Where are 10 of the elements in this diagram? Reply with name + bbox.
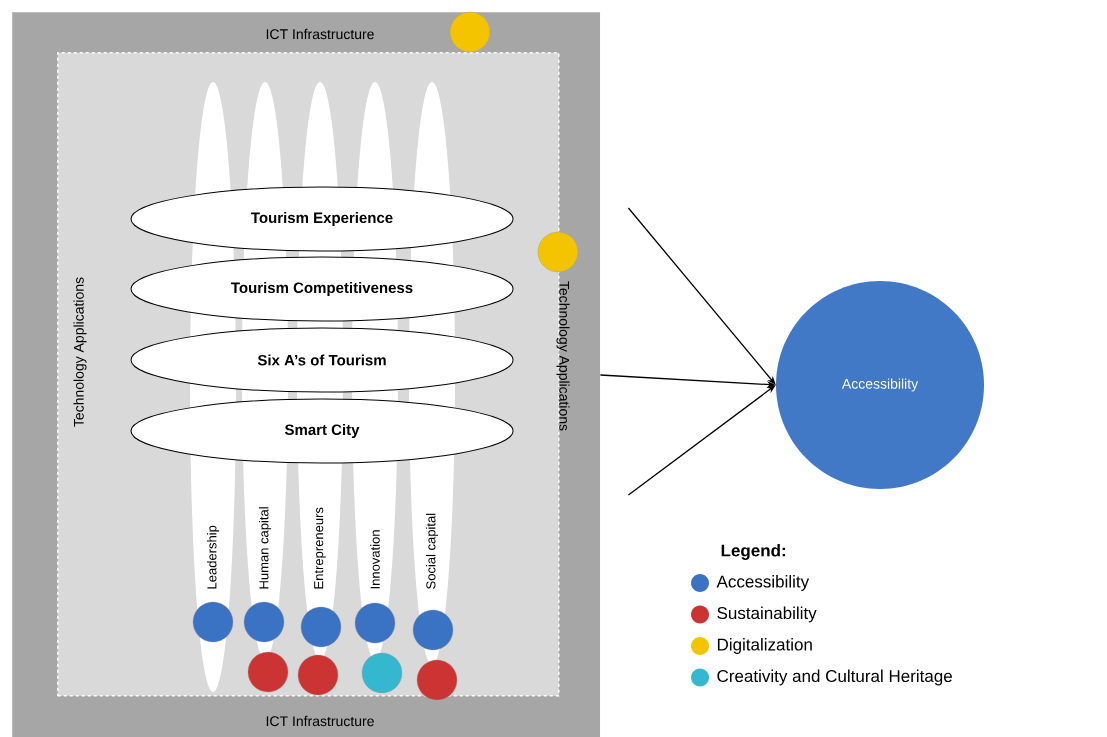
arrow [627,207,776,385]
legend-label: Creativity and Cultural Heritage [717,669,952,686]
frame-label: ICT Infrastructure [266,28,374,40]
legend-title: Legend: [721,544,786,560]
legend-label: Accessibility [716,575,810,591]
panel-label: Technology Applications [556,281,570,431]
frame-label: ICT Infrastructure [266,715,374,727]
panel-label: Technology Applications [73,277,87,427]
legend-label: Digitalization [717,638,812,654]
legend-label: Sustainability [717,606,817,623]
